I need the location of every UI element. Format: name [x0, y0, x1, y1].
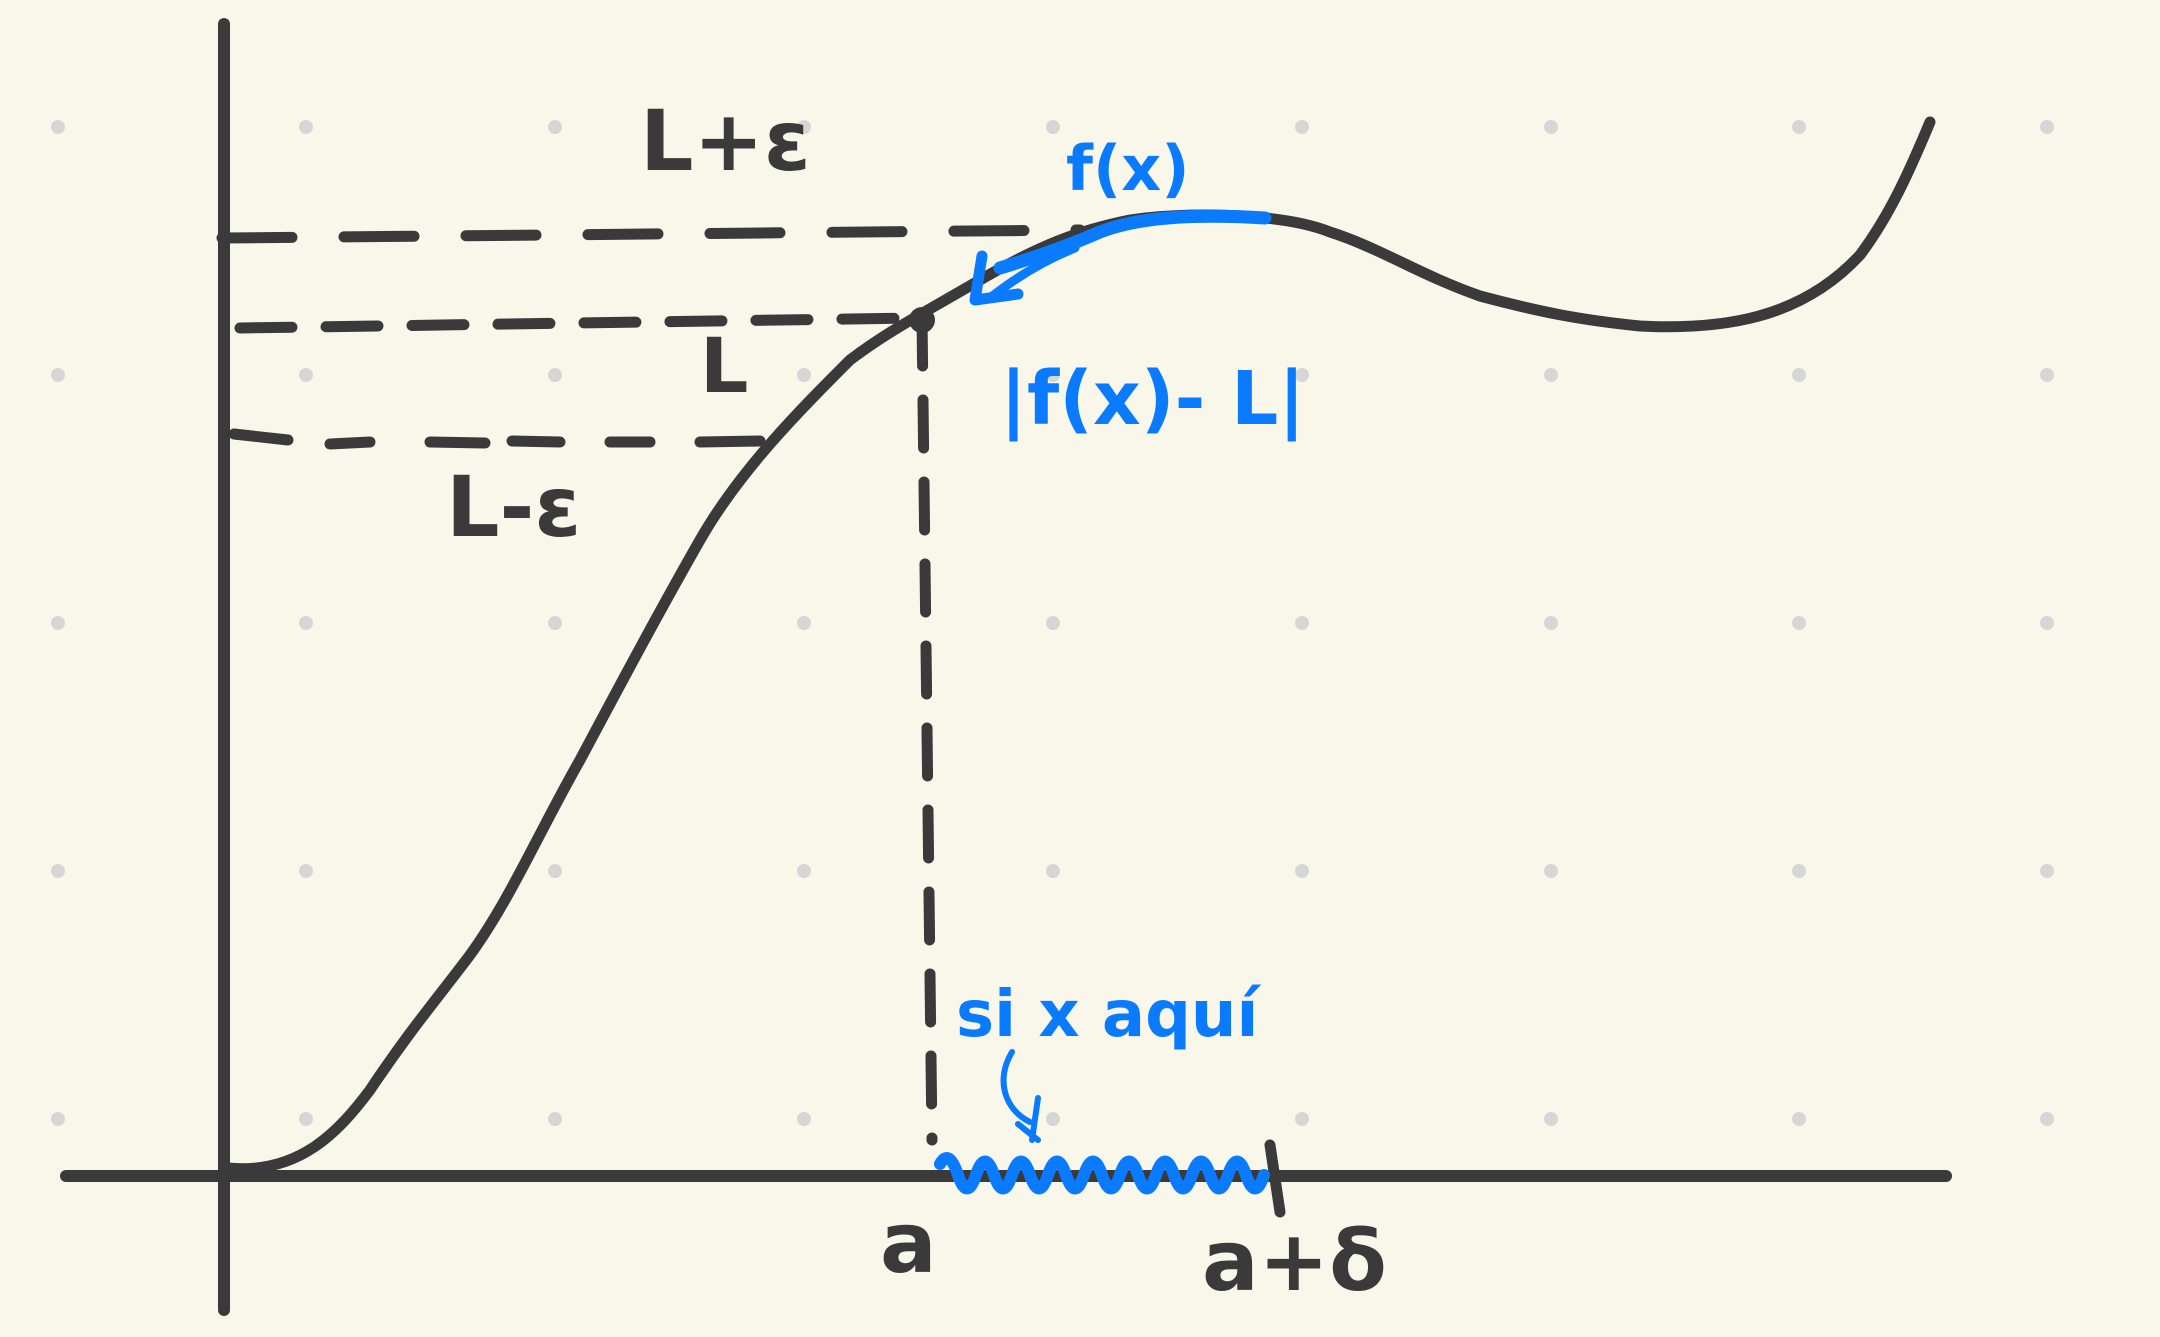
limit-point	[909, 307, 935, 333]
grid-dot	[797, 616, 811, 630]
grid-dot	[2040, 864, 2054, 878]
grid-dot	[1046, 368, 1060, 382]
grid-dot	[2040, 1112, 2054, 1126]
grid-dot	[1046, 616, 1060, 630]
grid-dot	[1046, 1112, 1060, 1126]
point-a-delta-label: a+δ	[1202, 1212, 1387, 1310]
grid-dot	[1792, 1112, 1806, 1126]
grid-dot	[548, 616, 562, 630]
grid-dot	[797, 1112, 811, 1126]
grid-dot	[299, 368, 313, 382]
function-label: f(x)	[1066, 132, 1190, 205]
lower-bound-label: L-ε	[446, 458, 581, 556]
distance-label: |f(x)- L|	[1000, 356, 1305, 442]
grid-dot	[1792, 368, 1806, 382]
grid-dot	[51, 864, 65, 878]
grid-dot	[1792, 120, 1806, 134]
limit-label: L	[700, 321, 748, 410]
point-a-label: a	[880, 1194, 937, 1292]
grid-dot	[797, 368, 811, 382]
grid-dot	[51, 1112, 65, 1126]
grid-dot	[1544, 616, 1558, 630]
grid-dot	[548, 368, 562, 382]
grid-dot	[1544, 864, 1558, 878]
grid-dot	[1544, 368, 1558, 382]
grid-dot	[299, 1112, 313, 1126]
grid-dot	[548, 864, 562, 878]
function-curve	[222, 116, 1936, 1175]
grid-dot	[1295, 368, 1309, 382]
grid-dot	[299, 120, 313, 134]
grid-dot	[2040, 120, 2054, 134]
a-plus-delta-tick	[1264, 1139, 1286, 1218]
grid-dot	[51, 368, 65, 382]
grid-dot	[1295, 120, 1309, 134]
grid-dot	[1544, 120, 1558, 134]
delta-interval-highlight	[934, 1152, 1270, 1195]
grid-dot	[797, 120, 811, 134]
grid-dot	[299, 616, 313, 630]
condition-arrow	[1000, 1049, 1041, 1143]
grid-dot	[548, 120, 562, 134]
dot-grid	[51, 120, 2054, 1126]
grid-dot	[51, 120, 65, 134]
grid-dot	[1046, 864, 1060, 878]
grid-dot	[797, 864, 811, 878]
grid-dot	[2040, 616, 2054, 630]
grid-dot	[1792, 616, 1806, 630]
grid-dot	[1046, 120, 1060, 134]
grid-dot	[1295, 864, 1309, 878]
upper-bound-label: L+ε	[640, 92, 811, 190]
grid-dot	[1295, 1112, 1309, 1126]
grid-dot	[1295, 616, 1309, 630]
grid-dot	[2040, 368, 2054, 382]
grid-dot	[51, 616, 65, 630]
vertical-dashed-line-at-a	[916, 312, 938, 1146]
grid-dot	[299, 864, 313, 878]
condition-label: si x aquí	[956, 978, 1261, 1052]
function-highlight	[993, 209, 1272, 275]
grid-dot	[1544, 1112, 1558, 1126]
distance-arrow-head	[969, 250, 1024, 306]
upper-bound-dashed-line	[216, 224, 1086, 244]
limit-dashed-line	[234, 312, 921, 334]
grid-dot	[1792, 864, 1806, 878]
grid-dot	[548, 1112, 562, 1126]
lower-bound-dashed-line	[228, 428, 766, 450]
